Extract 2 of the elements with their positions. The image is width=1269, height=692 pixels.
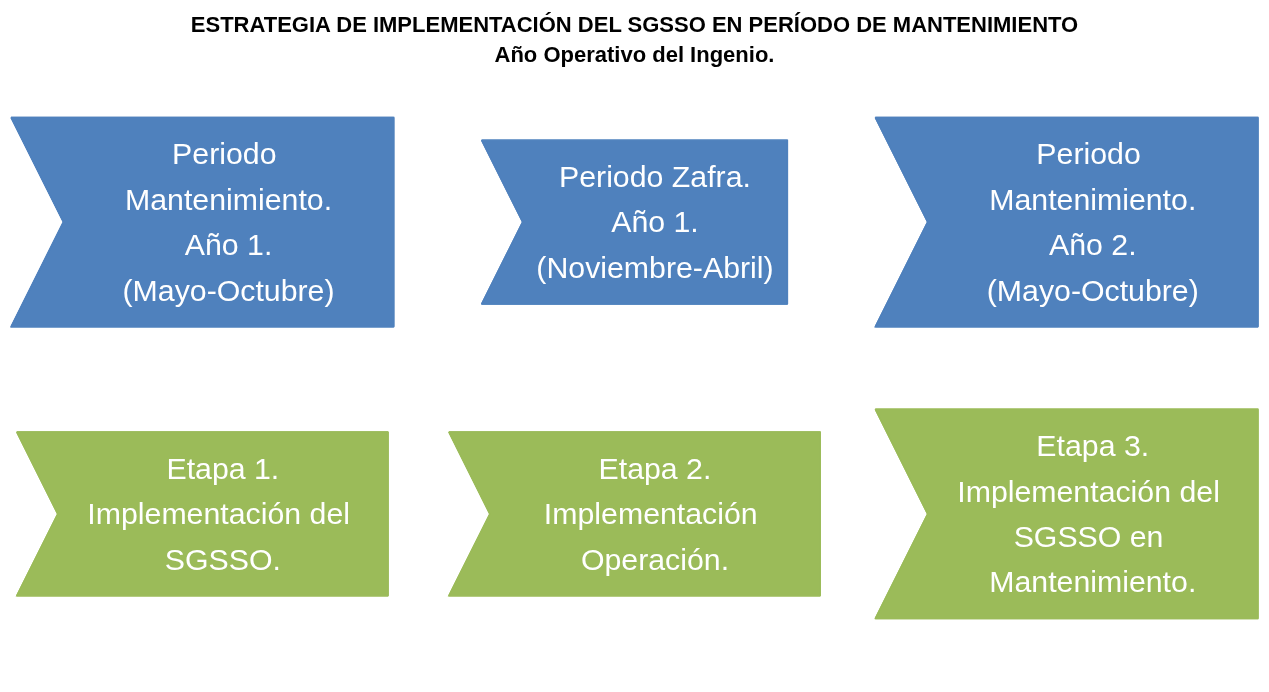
diagram-title: ESTRATEGIA DE IMPLEMENTACIÓN DEL SGSSO EN PERÍODO DE MANTENIMIENTO — [189, 12, 1080, 38]
diagram-subtitle: Año Operativo del Ingenio. — [493, 42, 776, 68]
